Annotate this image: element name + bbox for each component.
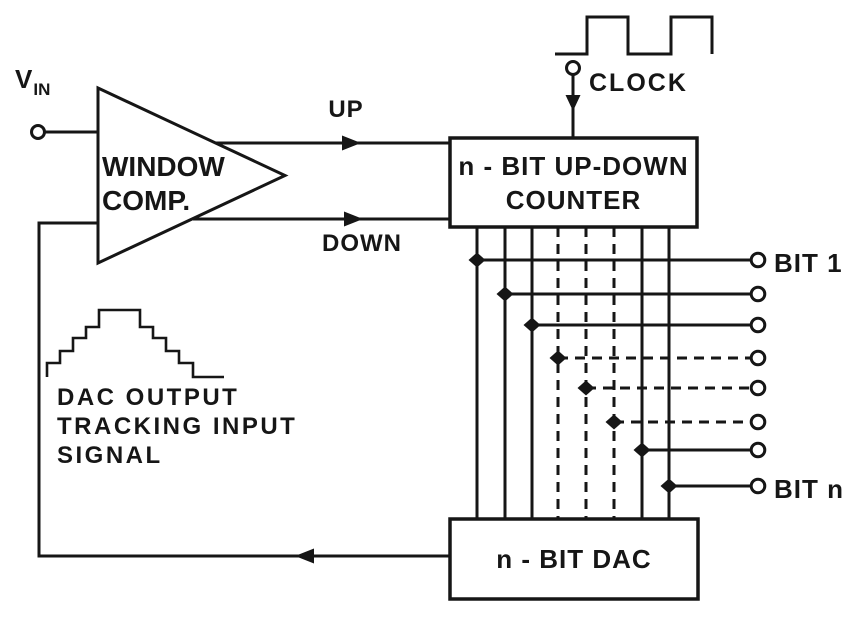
dac-output-caption: DAC OUTPUT TRACKING INPUT SIGNAL [57,383,297,470]
vin-label: VIN [15,64,50,98]
feedback-wire [37,221,450,558]
updown-counter-label: n - BIT UP-DOWN COUNTER [450,138,697,227]
clock-waveform-icon [555,15,714,56]
updown-counter-box [448,136,699,229]
vin-terminal-circle [30,124,46,140]
clock-terminal-circle [565,60,581,76]
bit2-terminal-circle [749,285,767,303]
dac-label-text: n - BIT DAC [496,544,652,574]
window-comparator-triangle [96,85,289,266]
dac-output-caption-line1: DAC OUTPUT [57,384,240,411]
bit6-terminal-circle [749,413,767,431]
bit3-terminal-circle [749,316,767,334]
bit1-terminal-circle [749,251,767,269]
down-arrowhead-icon [344,211,363,227]
dac-label: n - BIT DAC [450,519,698,599]
bit3-junction-dot [523,317,541,333]
bit8-terminal-circle [749,477,767,495]
bit7-terminal-circle [749,441,767,459]
bit5-junction-dot [577,380,595,396]
down-signal-label: DOWN [322,230,402,257]
window-comparator-label: WINDOW COMP. [102,150,225,218]
window-comparator-label-line2: COMP. [102,185,191,216]
bit5-terminal-circle [749,379,767,397]
window-comparator-label-line1: WINDOW [102,151,225,182]
bit4-terminal-circle [749,349,767,367]
clock-signal-label: CLOCK [589,69,688,97]
updown-counter-label-line2: COUNTER [505,184,642,215]
bit6-junction-dot [605,414,623,430]
vin-label-base: V [15,64,33,94]
bitn-label: BIT n [774,474,844,504]
dac-output-caption-line2: TRACKING INPUT [57,413,298,440]
updown-counter-label-line1: n - BIT UP-DOWN [458,150,689,181]
clock-arrowhead-icon [565,95,581,111]
feedback-arrowhead-icon [295,548,314,564]
bit1-label: BIT 1 [774,248,843,278]
up-signal-label: UP [328,96,364,123]
bit8-junction-dot [660,478,678,494]
vin-label-subscript: IN [33,80,51,99]
up-arrowhead-icon [342,135,361,151]
bit4-junction-dot [549,350,567,366]
bit2-junction-dot [496,286,514,302]
bit1-junction-dot [468,252,486,268]
staircase-waveform-icon [45,308,224,379]
bit7-junction-dot [633,442,651,458]
dac-box [448,517,700,601]
dac-output-caption-line3: SIGNAL [57,442,163,469]
